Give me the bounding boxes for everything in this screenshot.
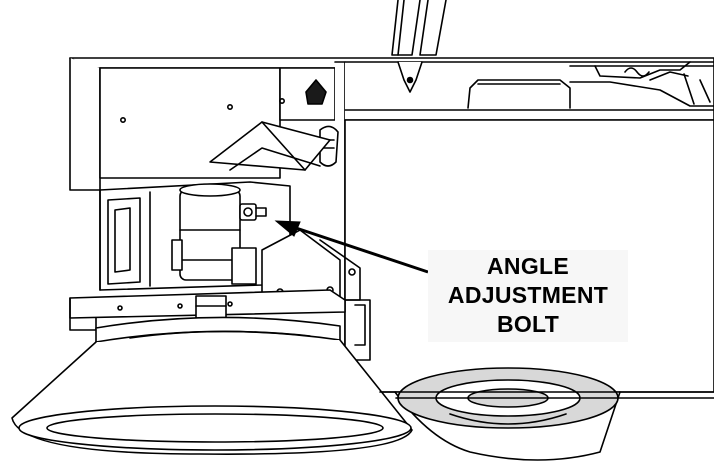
bottom-frame [379, 391, 714, 399]
lever-bracket [261, 229, 371, 361]
brush-hub [195, 295, 227, 321]
brush-motor [171, 183, 257, 285]
angle-adjustment-bolt [239, 203, 267, 221]
brush-housing [11, 316, 413, 455]
upper-arm [391, 0, 447, 56]
callout-line-3: BOLT [496, 311, 560, 337]
callout-line-1: ANGLE [487, 253, 569, 279]
support-bracket [209, 121, 331, 171]
upper-components [467, 61, 714, 109]
arrow-icon [274, 220, 429, 274]
callout-line-2: ADJUSTMENT [447, 282, 609, 308]
hinge-bracket [305, 61, 423, 105]
drive-wheel [394, 367, 621, 461]
callout-label: ANGLE ADJUSTMENT BOLT [428, 250, 628, 342]
